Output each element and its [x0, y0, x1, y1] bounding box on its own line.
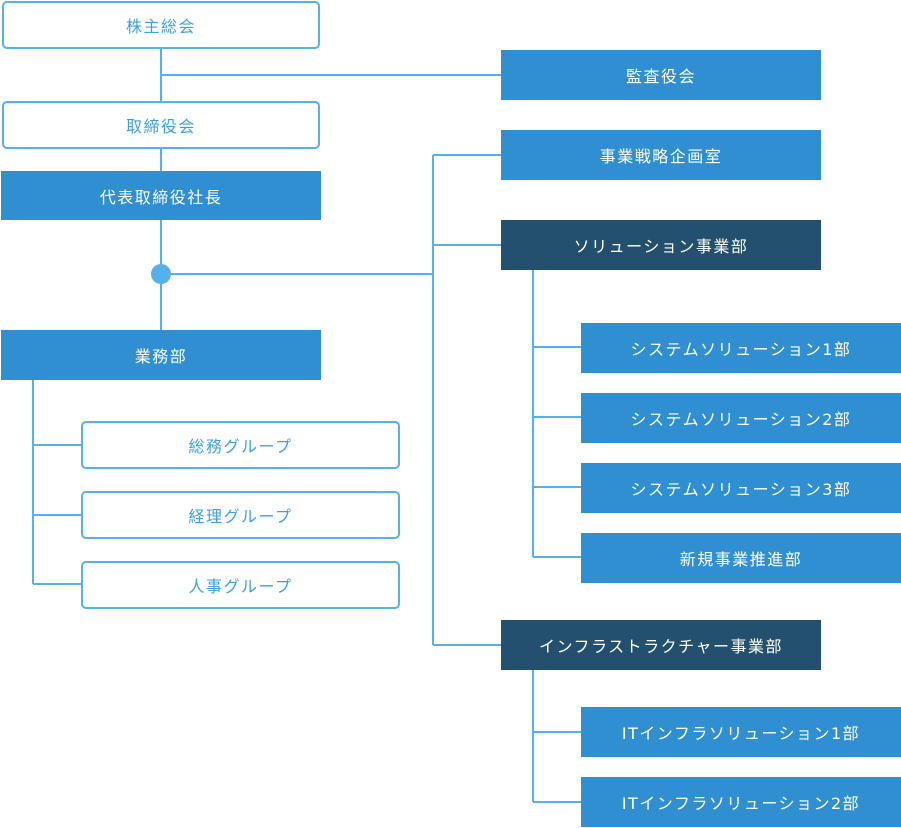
- solution-unit-box-4: 新規事業推進部: [581, 533, 901, 583]
- group-label: 経理グループ: [188, 507, 293, 526]
- board-of-directors-label: 取締役会: [125, 117, 196, 136]
- infra-division-box: インフラストラクチャー事業部: [501, 620, 821, 670]
- unit-label: システムソリューション2部: [630, 410, 852, 429]
- strategy-office-box: 事業戦略企画室: [501, 130, 821, 180]
- solution-division-label: ソリューション事業部: [573, 237, 749, 256]
- unit-label: システムソリューション3部: [630, 480, 852, 499]
- unit-label: 新規事業推進部: [679, 550, 803, 569]
- president-box: 代表取締役社長: [1, 171, 321, 220]
- shareholders-meeting-label: 株主総会: [125, 17, 196, 36]
- group-box-accounting: 経理グループ: [81, 491, 400, 539]
- group-box-hr: 人事グループ: [81, 561, 400, 609]
- audit-label: 監査役会: [625, 67, 696, 86]
- unit-label: ITインフラソリューション2部: [621, 794, 861, 813]
- group-label: 総務グループ: [188, 437, 293, 456]
- shareholders-meeting-box: 株主総会: [2, 1, 320, 49]
- solution-unit-box-1: システムソリューション1部: [581, 323, 901, 373]
- group-box-general-affairs: 総務グループ: [81, 421, 400, 469]
- solution-division-box: ソリューション事業部: [501, 220, 821, 270]
- infra-division-label: インフラストラクチャー事業部: [538, 637, 784, 656]
- unit-label: ITインフラソリューション1部: [621, 724, 861, 743]
- business-dept-label: 業務部: [134, 347, 188, 366]
- strategy-office-label: 事業戦略企画室: [599, 147, 723, 166]
- business-dept-box: 業務部: [1, 330, 321, 380]
- board-of-directors-box: 取締役会: [2, 101, 320, 149]
- solution-unit-box-2: システムソリューション2部: [581, 393, 901, 443]
- infra-unit-box-1: ITインフラソリューション1部: [581, 707, 901, 757]
- junction-dot: [151, 264, 171, 284]
- unit-label: システムソリューション1部: [630, 340, 852, 359]
- infra-unit-box-2: ITインフラソリューション2部: [581, 777, 901, 827]
- group-label: 人事グループ: [188, 577, 293, 596]
- president-label: 代表取締役社長: [99, 187, 223, 207]
- solution-unit-box-3: システムソリューション3部: [581, 463, 901, 513]
- audit-box: 監査役会: [501, 50, 821, 100]
